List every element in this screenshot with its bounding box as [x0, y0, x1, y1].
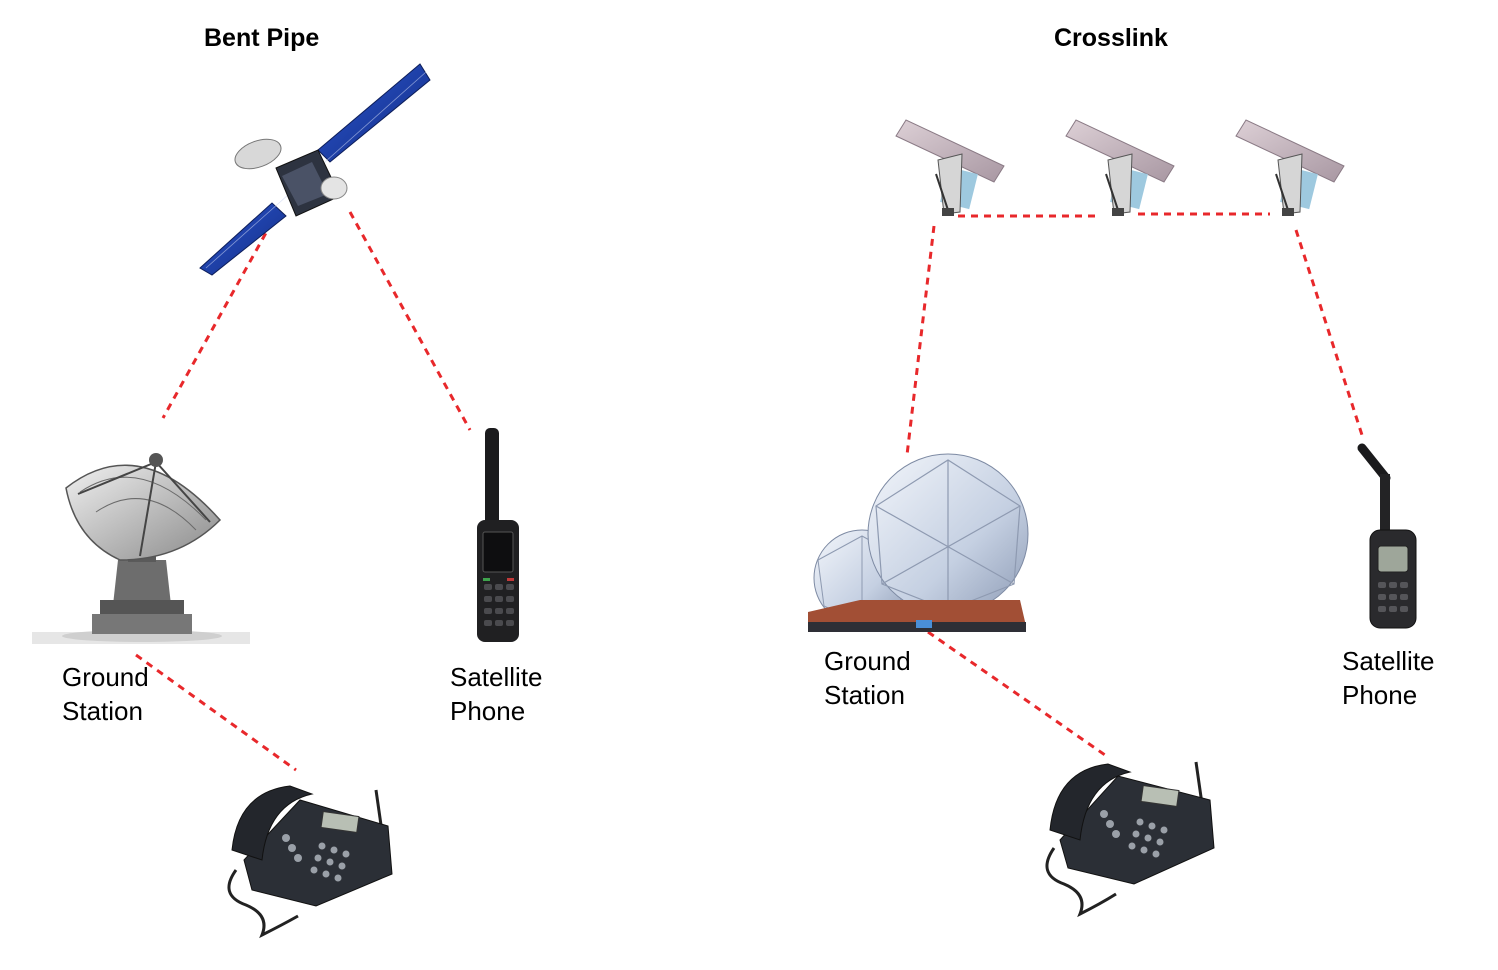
leo-satellite-3-icon: [1235, 119, 1345, 216]
bent-pipe-ground-station-label: Ground Station: [62, 660, 149, 728]
rugged-satellite-phone-icon: [1357, 443, 1417, 629]
label-line: Phone: [450, 696, 526, 726]
link-crosslink-sat1-to-ground-station: [905, 225, 936, 456]
label-line: Station: [62, 696, 143, 726]
leo-satellite-1-icon: [895, 119, 1005, 216]
label-line: Satellite: [1342, 646, 1435, 676]
label-line: Station: [824, 680, 905, 710]
crosslink-ground-station-label: Ground Station: [824, 644, 911, 712]
bent-pipe-satellite-phone-label: Satellite Phone: [450, 660, 543, 728]
crosslink-title: Crosslink: [1054, 24, 1168, 52]
desk-phone-icon: [227, 785, 393, 939]
bent-pipe-title: Bent Pipe: [204, 24, 320, 52]
radome-ground-station-icon: [808, 453, 1029, 632]
leo-satellite-2-icon: [1065, 119, 1175, 216]
dish-antenna-icon: [32, 453, 250, 644]
crosslink-satellite-phone-label: Satellite Phone: [1342, 644, 1435, 712]
label-line: Ground: [62, 662, 149, 692]
link-satellite-to-satellite-phone: [348, 211, 472, 431]
label-line: Satellite: [450, 662, 543, 692]
link-crosslink-ground-station-to-desk-phone: [927, 630, 1106, 757]
link-crosslink-sat3-to-satellite-phone: [1294, 229, 1364, 436]
label-line: Ground: [824, 646, 911, 676]
label-line: Phone: [1342, 680, 1418, 710]
link-ground-station-to-desk-phone: [135, 653, 297, 772]
crosslink-desk-phone-icon: [1045, 761, 1215, 918]
link-satellite-to-ground-station: [161, 221, 274, 419]
satellite-phone-icon: [477, 428, 519, 642]
geo-satellite-icon: [199, 63, 431, 276]
